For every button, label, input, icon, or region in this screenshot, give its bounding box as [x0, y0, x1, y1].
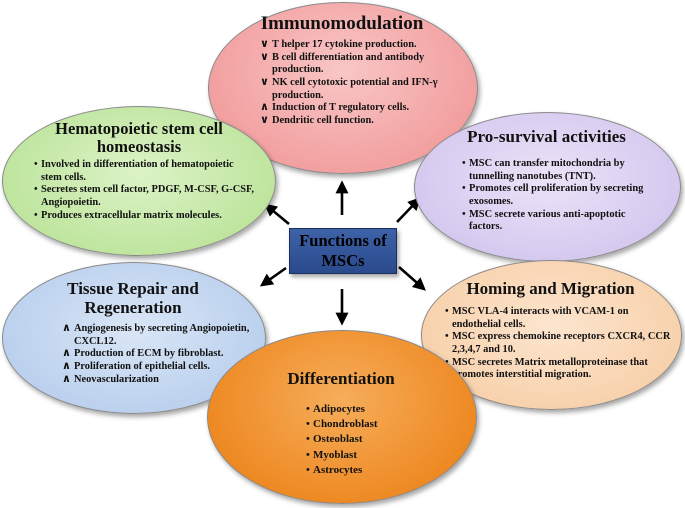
bullet-icon: • — [34, 209, 38, 221]
tissue-title: Tissue Repair and Regeneration — [67, 279, 199, 317]
prosurvival-list: •MSC can transfer mitochondria by tunnel… — [462, 158, 654, 234]
immunomodulation-title: Immunomodulation — [260, 13, 424, 34]
list-item: ∨NK cell cytotoxic potential and IFN-γ p… — [260, 76, 438, 101]
list-item: •MSC secretes Matrix metalloproteinase t… — [445, 357, 671, 382]
arrow-to-hematopoietic — [263, 203, 290, 226]
bullet-icon: • — [306, 463, 310, 476]
prosurvival-ellipse — [414, 112, 681, 262]
arrow-to-prosurvival — [396, 197, 421, 223]
list-item: •MSC VLA-4 interacts with VCAM-1 on endo… — [445, 306, 629, 330]
list-item: ∧Neovascularization — [62, 372, 159, 385]
list-item: •Promotes cell proliferation by secretin… — [462, 183, 644, 208]
list-item: ∧Proliferation of epithelial cells. — [62, 360, 211, 373]
list-item: •Adipocytes — [306, 402, 426, 417]
bullet-icon: • — [445, 306, 449, 317]
bullet-icon: • — [306, 448, 310, 461]
immunomodulation-list: ∨T helper 17 cytokine production. ∨B cel… — [260, 38, 440, 128]
arrow-to-homing — [398, 266, 426, 291]
list-item: ∧Production of ECM by fibroblast. — [62, 347, 224, 360]
prosurvival-title: Pro-survival activities — [467, 127, 626, 146]
hematopoietic-title: Hematopoietic stem cell homeostasis — [55, 119, 223, 157]
list-item: •Myoblast — [306, 448, 426, 463]
list-item: •MSC express chemokine receptors CXCR4, … — [445, 331, 671, 356]
tissue-ellipse — [2, 262, 266, 414]
list-item: ∨Dendritic cell function. — [260, 114, 374, 127]
bullet-icon: • — [306, 403, 310, 415]
bullet-icon: • — [306, 418, 310, 431]
bullet-icon: • — [462, 208, 466, 220]
decrease-arrow-icon: ∨ — [260, 114, 269, 127]
differentiation-ellipse — [207, 330, 477, 504]
bullet-icon: • — [462, 158, 466, 169]
list-item: ∧Induction of T regulatory cells. — [260, 101, 410, 114]
list-item: •Osteoblast — [306, 432, 426, 447]
bullet-icon: • — [306, 433, 310, 446]
decrease-arrow-icon: ∨ — [260, 38, 269, 50]
increase-arrow-icon: ∧ — [62, 372, 71, 385]
center-title-line2: MSCs — [321, 251, 365, 270]
list-item: •Produces extracellular matrix molecules… — [34, 209, 222, 221]
increase-arrow-icon: ∧ — [62, 347, 71, 360]
center-title-line1: Functions of — [299, 231, 387, 250]
homing-list: •MSC VLA-4 interacts with VCAM-1 on endo… — [445, 306, 671, 382]
list-item: •Astrocytes — [306, 463, 426, 478]
bullet-icon: • — [445, 331, 449, 343]
increase-arrow-icon: ∧ — [260, 101, 269, 114]
bullet-icon: • — [34, 159, 38, 170]
differentiation-list: •Adipocytes •Chondroblast •Osteoblast •M… — [306, 402, 426, 478]
list-item: ∧Angiogenesis by secreting Angiopoietin,… — [62, 322, 250, 347]
list-item: •Involved in differentiation of hematopo… — [34, 159, 234, 183]
list-item: •Secretes stem cell factor, PDGF, M-CSF,… — [34, 184, 254, 209]
differentiation-title: Differentiation — [287, 369, 395, 388]
increase-arrow-icon: ∧ — [62, 322, 71, 334]
homing-title: Homing and Migration — [466, 279, 635, 298]
list-item: •MSC can transfer mitochondria by tunnel… — [462, 158, 625, 182]
bullet-icon: • — [34, 184, 38, 196]
arrow-to-tissue — [259, 266, 287, 287]
increase-arrow-icon: ∧ — [62, 360, 71, 373]
list-item: •Chondroblast — [306, 417, 426, 432]
list-item: •MSC secrete various anti-apoptotic fact… — [462, 208, 626, 233]
bullet-icon: • — [462, 183, 466, 195]
tissue-list: ∧Angiogenesis by secreting Angiopoietin,… — [62, 322, 252, 386]
hematopoietic-list: •Involved in differentiation of hematopo… — [34, 159, 254, 222]
decrease-arrow-icon: ∨ — [260, 76, 269, 89]
hematopoietic-ellipse — [2, 106, 276, 256]
list-item: ∨T helper 17 cytokine production. — [260, 38, 417, 50]
decrease-arrow-icon: ∨ — [260, 50, 269, 63]
center-box: Functions of MSCs — [289, 228, 397, 274]
list-item: ∨B cell differentiation and antibody pro… — [260, 50, 425, 76]
